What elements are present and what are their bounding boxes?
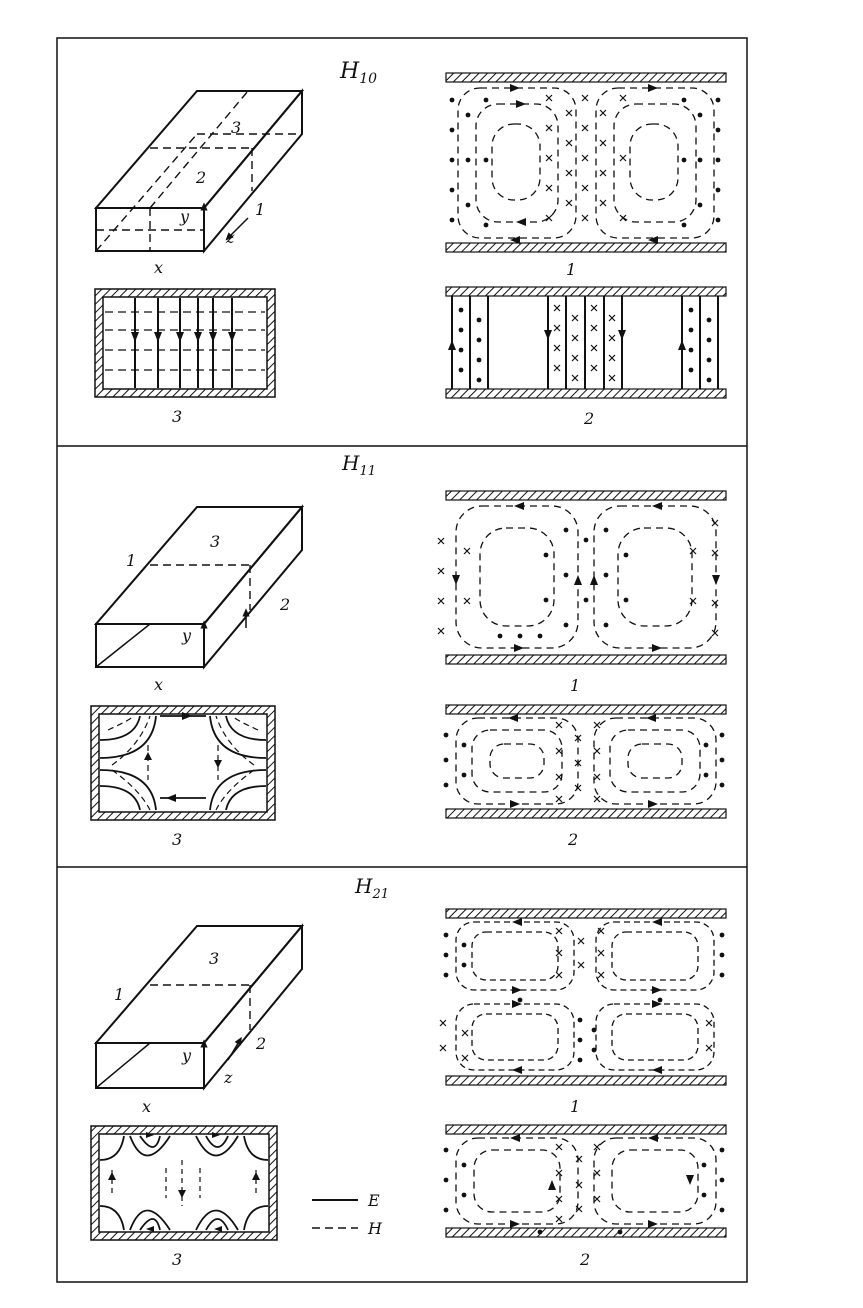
axis-y-h21: y bbox=[181, 1046, 192, 1065]
axis-x-h21: x bbox=[142, 1097, 151, 1116]
label-3-section-h10: 3 bbox=[172, 407, 182, 426]
cross-section-3-h10 bbox=[94, 288, 276, 398]
box-3d-h21 bbox=[93, 923, 305, 1091]
view-2-h11 bbox=[443, 704, 727, 819]
label-2-view-h21: 2 bbox=[579, 1250, 590, 1269]
label-2-h11: 2 bbox=[279, 595, 290, 614]
label-1-h10: 1 bbox=[255, 200, 265, 219]
label-3-section-h21: 3 bbox=[172, 1250, 182, 1269]
view-2-h10 bbox=[445, 286, 727, 399]
label-1-view-h11: 1 bbox=[570, 676, 580, 695]
panel-h10: H10 1 2 3 x y z bbox=[93, 59, 727, 428]
panel-h21: H21 1 2 3 x y z bbox=[90, 874, 727, 1269]
label-2-view-h11: 2 bbox=[567, 830, 578, 849]
label-2-h10: 2 bbox=[195, 168, 206, 187]
label-3-h10: 3 bbox=[231, 118, 241, 137]
mode-title-h21: H21 bbox=[354, 874, 389, 902]
legend: E H bbox=[312, 1191, 383, 1238]
label-1-h21: 1 bbox=[114, 985, 124, 1004]
view-1-h21 bbox=[439, 908, 727, 1086]
label-1-h11: 1 bbox=[126, 551, 136, 570]
axis-z-h21: z bbox=[223, 1068, 233, 1087]
label-1-view-h21: 1 bbox=[570, 1097, 580, 1116]
box-3d-h11 bbox=[93, 504, 305, 670]
axis-x-h11: x bbox=[154, 675, 163, 694]
view-1-h11 bbox=[437, 490, 727, 665]
axis-y-h11: y bbox=[181, 626, 192, 645]
legend-e-label: E bbox=[367, 1191, 380, 1210]
view-1-h10 bbox=[445, 72, 727, 253]
outer-frame bbox=[56, 37, 748, 1283]
label-3-section-h11: 3 bbox=[172, 830, 182, 849]
panel-h11: H11 1 2 3 x y bbox=[90, 451, 727, 849]
label-2-h21: 2 bbox=[255, 1034, 266, 1053]
label-3-h21: 3 bbox=[209, 949, 219, 968]
mode-title-h11: H11 bbox=[341, 451, 376, 479]
axis-y-h10: y bbox=[179, 207, 190, 226]
cross-section-3-h21 bbox=[90, 1125, 278, 1241]
label-1-view-h10: 1 bbox=[566, 260, 576, 279]
label-2-view-h10: 2 bbox=[583, 409, 594, 428]
cross-section-3-h11 bbox=[90, 705, 276, 821]
legend-h-label: H bbox=[367, 1219, 383, 1238]
label-3-h11: 3 bbox=[210, 532, 220, 551]
axis-x-h10: x bbox=[154, 258, 163, 277]
box-3d-h10 bbox=[93, 88, 305, 254]
mode-title-h10: H10 bbox=[339, 59, 377, 87]
view-2-h21 bbox=[443, 1124, 727, 1238]
axis-z-h10: z bbox=[225, 228, 235, 247]
